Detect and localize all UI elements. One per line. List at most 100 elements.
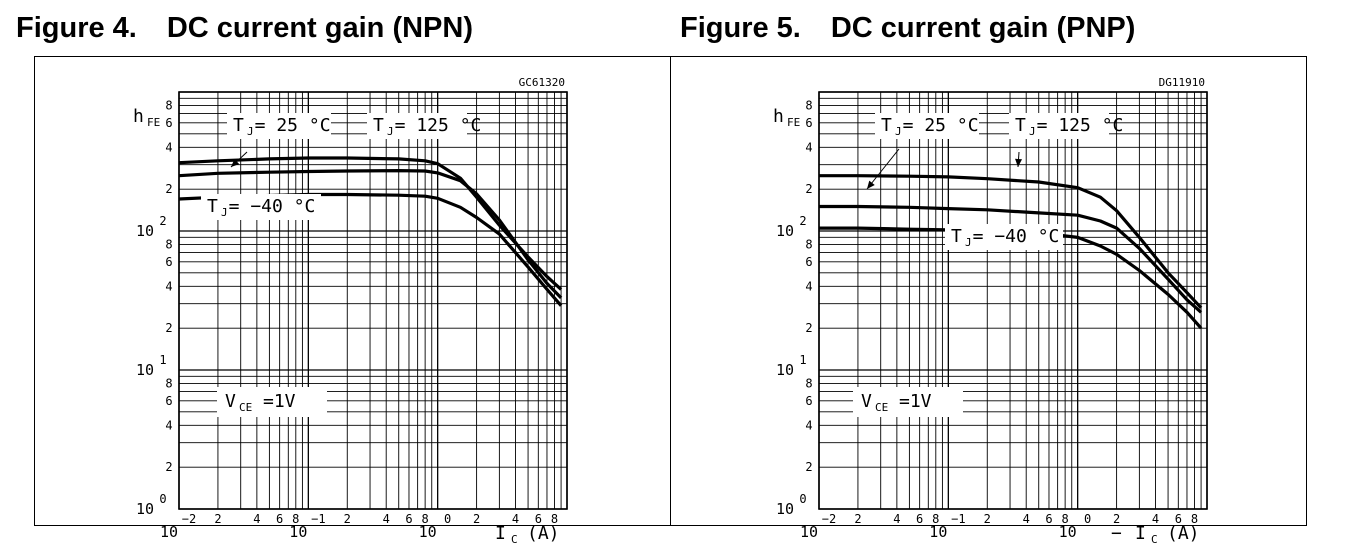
x-minor-tick-label: 4: [383, 512, 390, 526]
x-tick-exponent: −2: [822, 512, 836, 526]
figure-code: GC61320: [519, 76, 565, 89]
series-label-bg: [367, 113, 467, 139]
y-minor-tick-label: 6: [805, 116, 812, 130]
x-minor-tick-label: 2: [473, 512, 480, 526]
x-axis-label-sub: C: [1151, 533, 1158, 546]
series-label-1: T = 25 °CJ: [227, 113, 331, 139]
y-tick-label: 10: [776, 222, 794, 240]
leader-arrowhead: [867, 180, 875, 189]
series-label-text: T = 125 °C: [1015, 115, 1123, 136]
series-label-bg: [875, 113, 979, 139]
figure-5-number: Figure 5.: [680, 12, 801, 44]
series-label-sub: J: [965, 236, 972, 249]
x-minor-tick-label: 4: [1023, 512, 1030, 526]
y-axis-label-sub: FE: [147, 116, 160, 129]
x-tick-label: 10: [160, 523, 178, 541]
y-tick-label: 10: [136, 361, 154, 379]
x-tick-exponent: 0: [1084, 512, 1091, 526]
x-tick-exponent: 0: [444, 512, 451, 526]
x-minor-tick-label: 4: [893, 512, 900, 526]
series-label-text: T = 25 °C: [881, 115, 979, 136]
series-label-bg: [945, 224, 1063, 250]
y-minor-tick-label: 2: [805, 460, 812, 474]
series-label-bg: [227, 113, 331, 139]
x-minor-tick-label: 8: [1062, 512, 1069, 526]
x-minor-tick-label: 8: [422, 512, 429, 526]
condition-label-sub: CE: [239, 401, 252, 414]
y-tick-exponent: 2: [159, 214, 166, 228]
x-minor-tick-label: 6: [535, 512, 542, 526]
x-minor-tick-label: 2: [984, 512, 991, 526]
grid: [178, 91, 568, 510]
series-label-1: T = 25 °CJ: [875, 113, 979, 139]
y-tick-label: 10: [136, 500, 154, 518]
y-minor-tick-label: 8: [165, 98, 172, 112]
y-tick-exponent: 1: [799, 353, 806, 367]
grid: [818, 91, 1208, 510]
y-minor-tick-label: 8: [805, 237, 812, 251]
x-minor-tick-label: 4: [512, 512, 519, 526]
x-minor-tick-label: 2: [1113, 512, 1120, 526]
leader-arrowhead: [1015, 158, 1023, 167]
x-axis-label: I: [495, 523, 506, 544]
y-minor-tick-label: 8: [165, 376, 172, 390]
condition-label-value: =1V: [263, 391, 296, 412]
x-tick-exponent: −1: [311, 512, 325, 526]
y-minor-tick-label: 6: [165, 116, 172, 130]
series-line-1: [819, 204, 1203, 314]
y-minor-tick-label: 4: [165, 418, 172, 432]
series-label-3: T = −40 °CJ: [945, 224, 1063, 250]
x-minor-tick-label: 8: [932, 512, 939, 526]
y-tick-label: 10: [776, 500, 794, 518]
x-minor-tick-label: 6: [276, 512, 283, 526]
y-minor-tick-label: 2: [165, 321, 172, 335]
y-tick-exponent: 0: [159, 492, 166, 506]
y-minor-tick-label: 2: [165, 182, 172, 196]
figure-5-title: Figure 5.DC current gain (PNP): [680, 12, 1135, 45]
y-minor-tick-label: 8: [805, 376, 812, 390]
y-minor-tick-label: 4: [165, 140, 172, 154]
x-minor-tick-label: 6: [1175, 512, 1182, 526]
series-label-2: T = 125 °CJ: [1009, 113, 1123, 139]
series-label-text: T = 125 °C: [373, 115, 481, 136]
y-minor-tick-label: 4: [805, 418, 812, 432]
y-minor-tick-label: 4: [805, 140, 812, 154]
x-minor-tick-label: 6: [916, 512, 923, 526]
series-label-sub: J: [1029, 125, 1036, 138]
x-minor-tick-label: 8: [292, 512, 299, 526]
condition-label-text: V: [225, 391, 236, 412]
figure-4-number: Figure 4.: [16, 12, 137, 44]
y-tick-exponent: 1: [159, 353, 166, 367]
condition-label-text: V: [861, 391, 872, 412]
x-minor-tick-label: 8: [1191, 512, 1198, 526]
figure-4-title: Figure 4.DC current gain (NPN): [16, 12, 473, 45]
y-minor-tick-label: 6: [165, 255, 172, 269]
plot-frame: [178, 91, 568, 510]
series-label-text: T = 25 °C: [233, 115, 331, 136]
x-axis-unit: (A): [527, 523, 560, 544]
series-label-bg: [1009, 113, 1109, 139]
series-line-2: [819, 174, 1203, 309]
leader-line: [866, 148, 900, 190]
y-minor-tick-label: 8: [165, 237, 172, 251]
y-minor-tick-label: 6: [805, 394, 812, 408]
series-line-2: [178, 169, 563, 300]
series-label-sub: J: [895, 125, 902, 138]
y-minor-tick-label: 4: [165, 279, 172, 293]
y-minor-tick-label: 6: [805, 255, 812, 269]
y-tick-label: 10: [776, 361, 794, 379]
leader-arrowhead: [231, 158, 240, 167]
condition-label-sub: CE: [875, 401, 888, 414]
x-minor-tick-label: 2: [854, 512, 861, 526]
series-label-sub: J: [387, 125, 394, 138]
x-axis-label-sub: C: [511, 533, 518, 546]
series-line-3: [819, 226, 1203, 330]
x-minor-tick-label: 8: [551, 512, 558, 526]
x-tick-exponent: −2: [182, 512, 196, 526]
series-label-3: T = −40 °CJ: [201, 194, 321, 220]
